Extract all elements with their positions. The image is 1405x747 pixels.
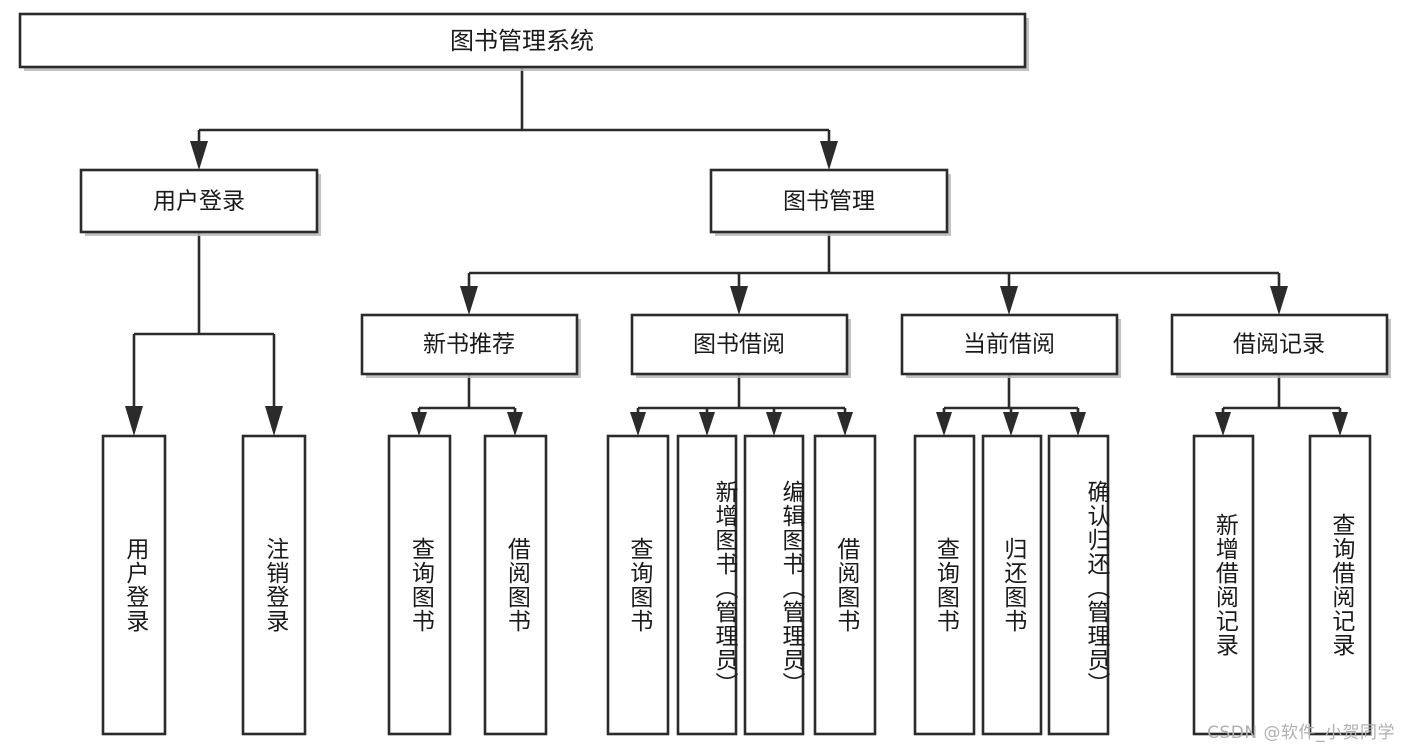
node-borrow-record-label: 借阅记录	[1233, 332, 1325, 358]
arrow-head-borrow-record	[1270, 286, 1288, 315]
node-root[interactable]: 图书管理系统	[18, 12, 1029, 71]
leaf-box-user-login[interactable]	[101, 434, 167, 736]
leaf-box-cb-return-book[interactable]	[981, 434, 1043, 736]
node-book-management-rect[interactable]	[709, 168, 949, 234]
leaf-box-bb-borrow-book[interactable]	[813, 434, 877, 736]
leaf-box-cb-query-book[interactable]	[913, 434, 976, 736]
arrow-head-leaf-logout	[265, 406, 283, 436]
node-user-login-rect[interactable]	[79, 168, 319, 234]
leaf-box-cb-confirm-return[interactable]	[1047, 434, 1110, 736]
arrow-head-new-book-rec	[460, 286, 478, 315]
arrow-head-br-leaf-1	[1215, 412, 1231, 436]
node-book-borrow-rect[interactable]	[630, 313, 849, 376]
leaf-boxes-layer	[101, 434, 1372, 736]
arrow-head-br-leaf-2	[1332, 412, 1348, 436]
node-book-borrow-label: 图书借阅	[693, 332, 785, 358]
leaf-box-br-add-record[interactable]	[1192, 434, 1255, 736]
node-book-management[interactable]: 图书管理	[709, 168, 951, 236]
arrow-head-cb-leaf-2	[1003, 412, 1019, 436]
arrow-head-bb-leaf-3	[766, 412, 782, 436]
arrow-head-book-borrow	[730, 286, 748, 315]
leaf-box-bb-add-book[interactable]	[676, 434, 738, 736]
arrow-head-bb-leaf-2	[699, 412, 715, 436]
node-user-login-label: 用户登录	[153, 189, 245, 215]
arrow-head-user-login	[190, 141, 208, 170]
leaf-box-nb-borrow-book[interactable]	[483, 434, 548, 736]
leaf-box-logout[interactable]	[241, 434, 307, 736]
leaf-box-bb-edit-book[interactable]	[743, 434, 805, 736]
arrow-head-bb-leaf-1	[630, 412, 646, 436]
node-user-login[interactable]: 用户登录	[79, 168, 321, 236]
arrow-head-current-borrow	[1000, 286, 1018, 315]
arrow-head-bb-leaf-4	[837, 412, 853, 436]
node-new-book-recommend-rect[interactable]	[360, 313, 579, 376]
arrow-head-nb-leaf-2	[507, 412, 523, 436]
arrow-head-cb-leaf-3	[1070, 412, 1086, 436]
node-root-rect[interactable]	[18, 12, 1027, 69]
connector-layer	[125, 67, 1348, 436]
node-current-borrow-label: 当前借阅	[963, 332, 1055, 358]
arrow-head-cb-leaf-1	[936, 412, 952, 436]
leaf-box-nb-query-book[interactable]	[387, 434, 452, 736]
arrow-head-leaf-user-login	[125, 406, 143, 436]
node-current-borrow-rect[interactable]	[900, 313, 1119, 376]
node-new-book-recommend-label: 新书推荐	[423, 332, 515, 358]
node-book-management-label: 图书管理	[783, 189, 875, 215]
node-borrow-record-rect[interactable]	[1170, 313, 1389, 376]
node-current-borrow[interactable]: 当前借阅	[900, 313, 1121, 378]
node-borrow-record[interactable]: 借阅记录	[1170, 313, 1391, 378]
leaf-box-br-query-record[interactable]	[1308, 434, 1372, 736]
csdn-watermark: CSDN @软件_小贺同学	[1207, 723, 1395, 743]
arrow-head-nb-leaf-1	[411, 412, 427, 436]
node-new-book-recommend[interactable]: 新书推荐	[360, 313, 581, 378]
arrow-head-book-mgmt	[820, 141, 838, 170]
node-book-borrow[interactable]: 图书借阅	[630, 313, 851, 378]
leaf-box-bb-query-book[interactable]	[606, 434, 670, 736]
node-root-label: 图书管理系统	[450, 27, 594, 55]
